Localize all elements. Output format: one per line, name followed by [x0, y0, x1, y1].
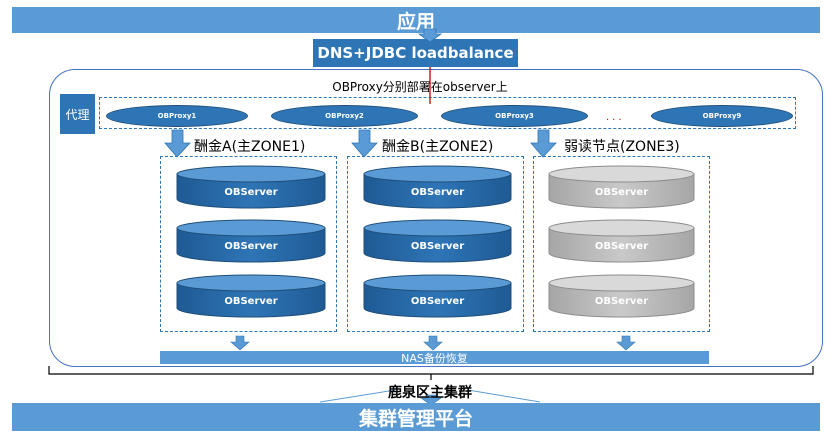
down-arrow-icon — [420, 394, 442, 406]
zone-label: 弱读节点(ZONE3) — [564, 139, 680, 155]
proxy-tag-label: 代理 — [65, 107, 90, 122]
down-arrow-icon — [423, 335, 443, 351]
proxy-node: OBProxy1 — [106, 105, 248, 127]
loadbalance-box: DNS+JDBC loadbalance — [313, 39, 518, 67]
proxy-tag: 代理 — [60, 94, 95, 134]
server-label: OBServer — [594, 241, 649, 252]
server-drum — [548, 165, 695, 209]
down-arrow-icon — [230, 335, 250, 351]
down-arrow-icon — [530, 129, 557, 158]
bracket-line — [48, 366, 814, 375]
server-label: OBServer — [224, 296, 278, 307]
zone-label: 酬金B(主ZONE2) — [382, 139, 494, 155]
down-arrow-icon — [164, 129, 191, 158]
server-drum — [363, 274, 512, 318]
proxy-node-label: OBProxy1 — [157, 112, 197, 120]
loadbalance-label: DNS+JDBC loadbalance — [317, 44, 514, 62]
proxy-node-label: OBProxy3 — [495, 112, 534, 120]
connector-line — [467, 389, 541, 403]
server-drum — [176, 274, 326, 318]
proxy-node-label: OBProxy2 — [325, 112, 364, 120]
server-label: OBServer — [594, 187, 649, 198]
connector-line — [319, 389, 396, 403]
management-bar: 集群管理平台 — [12, 403, 820, 431]
app-bar: 应用 — [12, 7, 820, 33]
proxy-ellipsis: ... — [606, 112, 625, 123]
zone-box — [533, 156, 710, 332]
server-label: OBServer — [224, 241, 278, 252]
nas-label: NAS备份恢复 — [401, 351, 468, 365]
server-label: OBServer — [410, 241, 465, 252]
proxy-band — [99, 97, 796, 129]
server-drum — [176, 165, 326, 209]
proxy-node: OBProxy9 — [651, 105, 793, 127]
site-title: 鹿泉区主集群 — [388, 385, 472, 401]
server-drum — [176, 219, 326, 263]
proxy-node: OBProxy3 — [441, 105, 588, 127]
zone-label: 酬金A(主ZONE1) — [194, 139, 306, 155]
proxy-node: OBProxy2 — [271, 105, 418, 127]
zone-box — [160, 156, 337, 332]
server-drum — [548, 274, 695, 318]
app-label: 应用 — [396, 10, 435, 33]
server-label: OBServer — [410, 187, 465, 198]
server-drum — [363, 165, 512, 209]
server-drum — [548, 219, 695, 263]
server-label: OBServer — [410, 296, 465, 307]
server-label: OBServer — [594, 296, 649, 307]
proxy-node-label: OBProxy9 — [702, 112, 742, 120]
server-label: OBServer — [224, 187, 278, 198]
down-arrow-icon — [417, 28, 443, 43]
zone-box — [347, 156, 524, 332]
cluster-caption: OBProxy分别部署在observer上 — [332, 80, 508, 94]
nas-backup-bar: NAS备份恢复 — [160, 351, 709, 365]
management-label: 集群管理平台 — [358, 407, 473, 430]
down-arrow-icon — [616, 335, 636, 351]
down-arrow-icon — [351, 129, 378, 158]
server-drum — [363, 219, 512, 263]
